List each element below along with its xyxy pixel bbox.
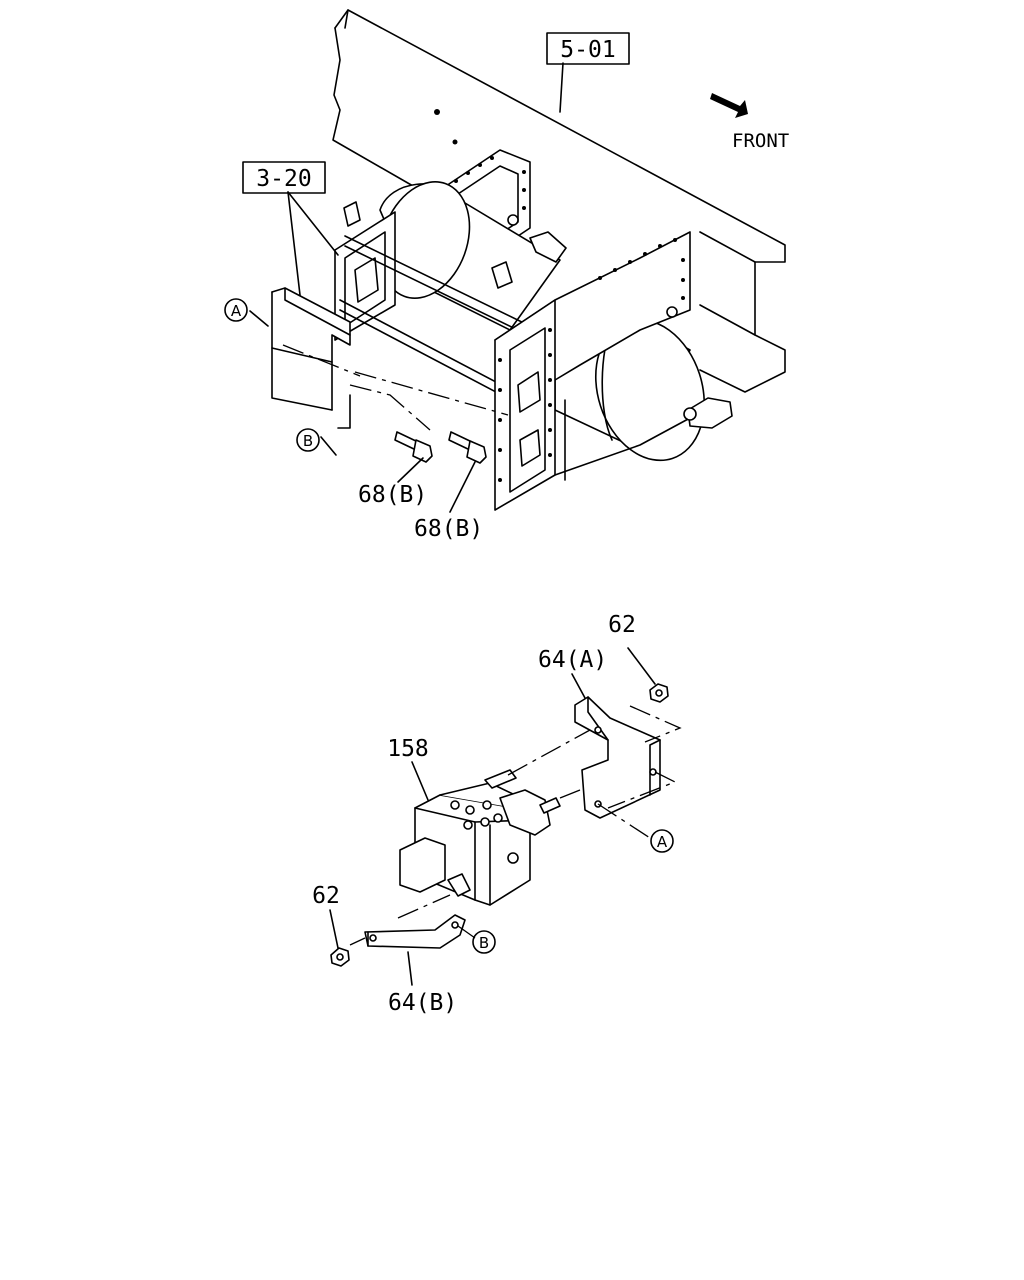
- section-ref-5-01-label: 5-01: [560, 37, 615, 63]
- bracket-64b: [364, 914, 466, 949]
- label-bolt-lower: 68(B): [414, 516, 483, 542]
- label-valve-unit: 158: [387, 736, 429, 762]
- bracket-64a: [574, 696, 661, 819]
- section-ref-3-20-label: 3-20: [256, 166, 311, 192]
- tank-mounting-frame: [334, 149, 733, 511]
- section-ref-3-20[interactable]: 3-20: [242, 161, 326, 194]
- mounting-plate: [271, 287, 509, 431]
- front-label: FRONT: [732, 130, 789, 152]
- marker-b-lower: B: [472, 930, 496, 954]
- marker-a-lower: A: [650, 829, 674, 853]
- valve-unit-158: [399, 769, 561, 906]
- label-bracket-b: 64(B): [388, 990, 457, 1016]
- marker-a-upper: A: [224, 298, 248, 322]
- section-ref-5-01[interactable]: 5-01: [546, 32, 630, 65]
- nut-62-top: [649, 683, 669, 703]
- nut-62-left: [330, 947, 350, 967]
- marker-b-lower-label: B: [479, 934, 489, 952]
- bolt-lower: [448, 431, 487, 464]
- label-bolt-upper: 68(B): [358, 482, 427, 508]
- label-bracket-a: 64(A): [538, 647, 607, 673]
- marker-a-lower-label: A: [657, 833, 668, 851]
- front-arrow-icon: [710, 93, 748, 118]
- marker-a-upper-label: A: [231, 302, 242, 320]
- marker-b-upper: B: [296, 428, 320, 452]
- label-nut-top: 62: [608, 612, 636, 638]
- bolt-upper: [394, 431, 433, 463]
- label-nut-left: 62: [312, 883, 340, 909]
- marker-b-upper-label: B: [303, 432, 313, 450]
